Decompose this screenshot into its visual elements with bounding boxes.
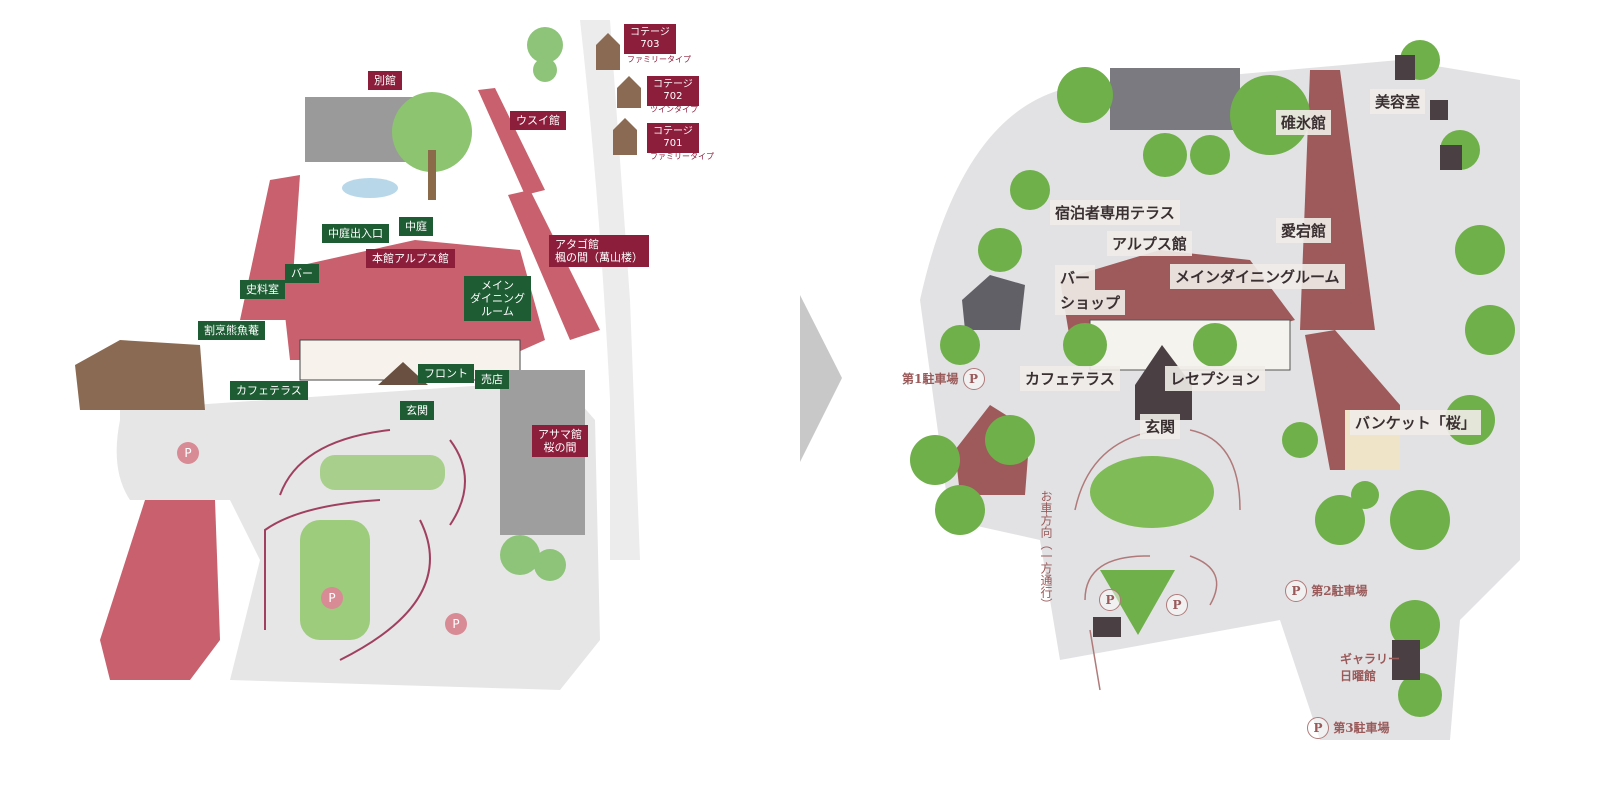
triangle-garden [1100, 570, 1175, 635]
parking-icon: P [321, 587, 343, 609]
alps-wall [1089, 319, 1291, 371]
label-shop: 売店 [475, 370, 509, 389]
label-main-dining: メインダイニングルーム [1170, 264, 1345, 289]
parking-spot: P [1099, 589, 1121, 611]
label-bar: バー [1055, 265, 1096, 290]
label-kappo: 割烹熊魚菴 [198, 321, 265, 340]
label-guest-terrace: 宿泊者専用テラス [1050, 200, 1180, 225]
chevron-right-icon [800, 295, 842, 462]
kappo-building [75, 340, 205, 410]
hedge [320, 455, 445, 490]
label-shop: ショップ [1055, 290, 1126, 315]
parking-lot-2-label: 第2駐車場 [1311, 584, 1368, 598]
label-cafe-terrace: カフェテラス [1020, 366, 1120, 391]
southwest-building [100, 500, 220, 680]
label-shiryoshitsu: 史料室 [240, 280, 285, 299]
drive-arrow [1089, 629, 1101, 691]
label-reception: レセプション [1165, 366, 1266, 391]
drive-arrow [339, 519, 431, 661]
label-bekkan: 別館 [368, 71, 402, 90]
label-cottage-701: コテージ 701 [647, 123, 699, 153]
label-asama: アサマ館 桜の間 [532, 425, 588, 457]
label-front: フロント [418, 364, 474, 383]
label-salon: 美容室 [1370, 89, 1426, 114]
parking-lot-1-label: 第1駐車場 [902, 372, 959, 386]
label-atago: アタゴ館 楓の間（萬山楼） [549, 235, 649, 267]
shop-building [962, 275, 1025, 330]
parking-lot-1: 第1駐車場 P [902, 368, 985, 390]
parking-lot-2: P 第2駐車場 [1285, 580, 1368, 602]
pond [342, 178, 398, 198]
drive-arrow [279, 429, 391, 496]
parking-icon: P [1307, 717, 1329, 739]
label-cafe-terrace: カフェテラス [230, 381, 308, 400]
drive-arrow [264, 499, 381, 630]
parking-icon: P [177, 442, 199, 464]
center-garden [1090, 456, 1214, 528]
parking-icon: P [1099, 589, 1121, 611]
label-cottage-701-type: ファミリータイプ [650, 152, 714, 161]
main-building-roof [280, 240, 545, 360]
parking-lot-3: P 第3駐車場 [1307, 717, 1390, 739]
parking-spot: P [1166, 594, 1188, 616]
label-nakaniwa: 中庭 [399, 217, 433, 236]
label-honkan: 本館アルプス館 [366, 249, 455, 268]
label-cottage-702-type: ツインタイプ [650, 105, 698, 114]
path-right [580, 20, 640, 560]
label-banquet: バンケット「桜」 [1350, 410, 1481, 435]
gate [1093, 617, 1121, 637]
ground [920, 60, 1520, 740]
label-alps: アルプス館 [1107, 231, 1192, 256]
label-gallery: ギャラリー 日曜館 [1340, 652, 1401, 683]
parking-lot-3-label: 第3駐車場 [1333, 721, 1390, 735]
genkan-roof [378, 362, 428, 385]
label-usui: ウスイ館 [510, 111, 566, 130]
label-one-way: お車方向（一方通行） [1039, 490, 1053, 610]
parking-icon: P [445, 613, 467, 635]
drive-arrow [1189, 429, 1241, 511]
usui-building [478, 88, 545, 195]
trees [910, 40, 1515, 717]
label-main-dining: メイン ダイニング ルーム [464, 276, 531, 321]
after-map [910, 40, 1520, 740]
genkan-roof [1135, 345, 1192, 420]
label-usui: 碓氷館 [1276, 110, 1332, 135]
label-cottage-702: コテージ 702 [647, 76, 699, 106]
drive-arrow [449, 439, 466, 526]
label-genkan: 玄関 [400, 401, 434, 420]
parking-icon: P [1285, 580, 1307, 602]
label-atago: 愛宕館 [1276, 218, 1332, 243]
annex-building [1110, 68, 1240, 130]
before-map [75, 20, 641, 690]
label-genkan: 玄関 [1140, 414, 1181, 439]
label-nakaniwa-entrance: 中庭出入口 [322, 224, 389, 243]
center-garden [300, 520, 370, 640]
parking-icon: P [962, 368, 985, 390]
drive-arrow [1189, 555, 1218, 606]
label-cottage-703-type: ファミリータイプ [627, 55, 691, 64]
parking-icon: P [1166, 594, 1188, 616]
drive-arrow [1084, 555, 1151, 601]
label-cottage-703: コテージ 703 [624, 24, 676, 54]
big-tree [392, 92, 472, 172]
label-bar: バー [285, 264, 319, 283]
